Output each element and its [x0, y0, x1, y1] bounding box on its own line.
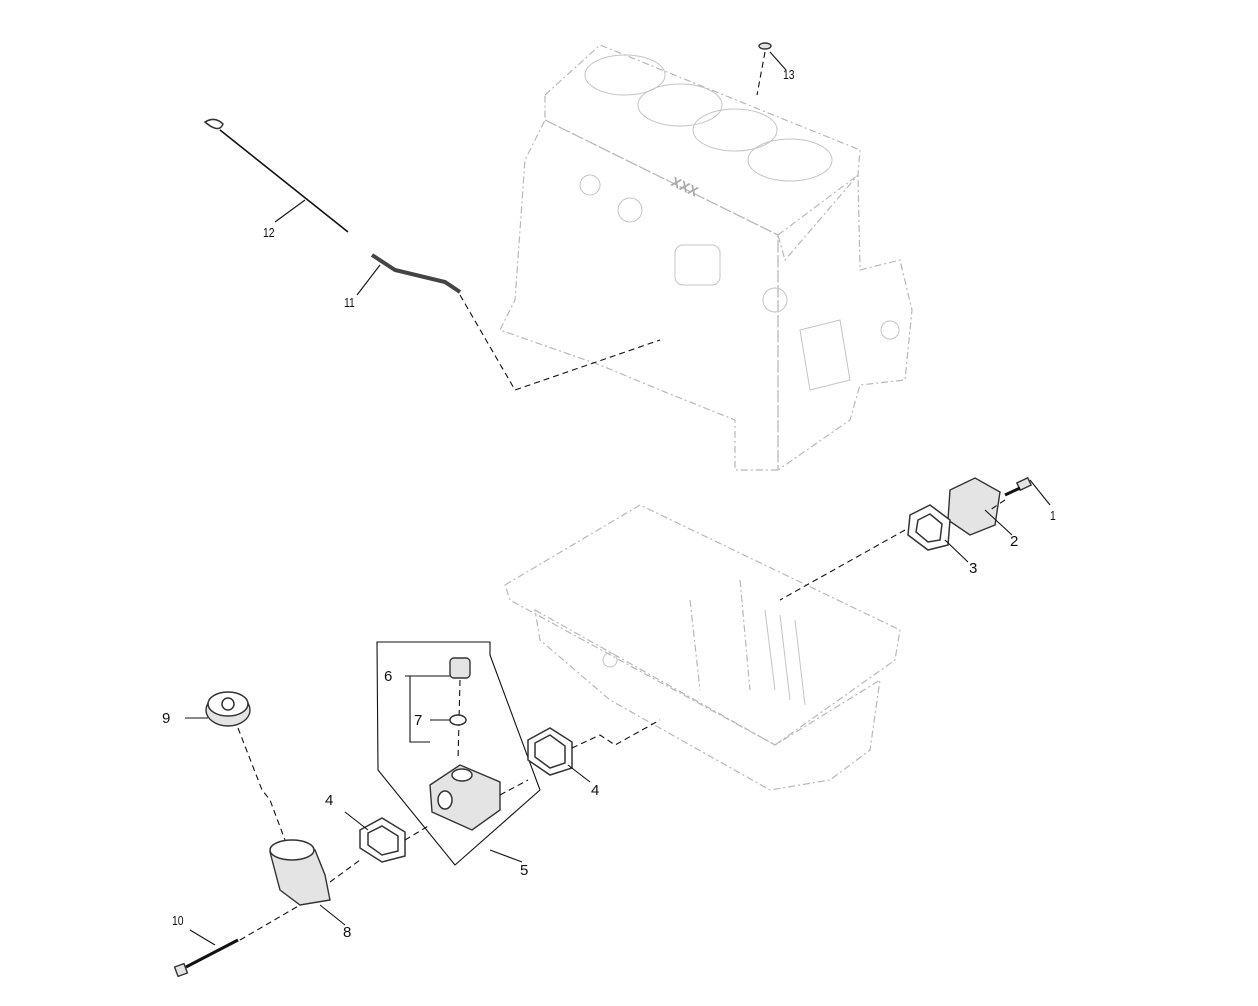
part-6-plug: [405, 657, 471, 761]
callout-3: 3: [969, 560, 978, 577]
part-3-gasket: [779, 499, 1006, 601]
callout-9: 9: [162, 710, 171, 727]
callout-8: 8: [343, 924, 352, 941]
callout-6: 6: [384, 668, 393, 685]
part-5-adapter: [429, 764, 501, 831]
callout-11: 11: [344, 295, 355, 310]
part-9-filler-cap: [185, 691, 286, 841]
part-2-cover: [947, 477, 1013, 536]
callout-13: 13: [783, 67, 795, 82]
callout-4-right: 4: [591, 782, 600, 799]
callout-2: 2: [1010, 533, 1019, 550]
assembly-bracket-5: [376, 641, 541, 866]
callout-7: 7: [414, 712, 423, 729]
part-7-o-ring: [449, 714, 467, 726]
callout-4-left: 4: [325, 792, 334, 809]
part-10-bolt: [173, 904, 301, 978]
callout-5: 5: [520, 862, 529, 879]
part-1-bolt: [1004, 476, 1051, 506]
part-8-filler-neck: [269, 839, 361, 926]
part-12-dipstick: [203, 118, 349, 233]
part-4-gasket-left: [344, 779, 529, 863]
callout-1: 1: [1050, 508, 1056, 523]
engine-block: XXX: [499, 44, 913, 472]
oil-pan: [504, 504, 901, 791]
block-casting-mark: XXX: [669, 173, 702, 200]
part-4-gasket-right: [527, 719, 661, 783]
callout-10: 10: [172, 913, 184, 928]
part-13-plug: [756, 42, 787, 96]
part-11-dipstick-tube: [356, 253, 661, 391]
callout-12: 12: [263, 225, 275, 240]
